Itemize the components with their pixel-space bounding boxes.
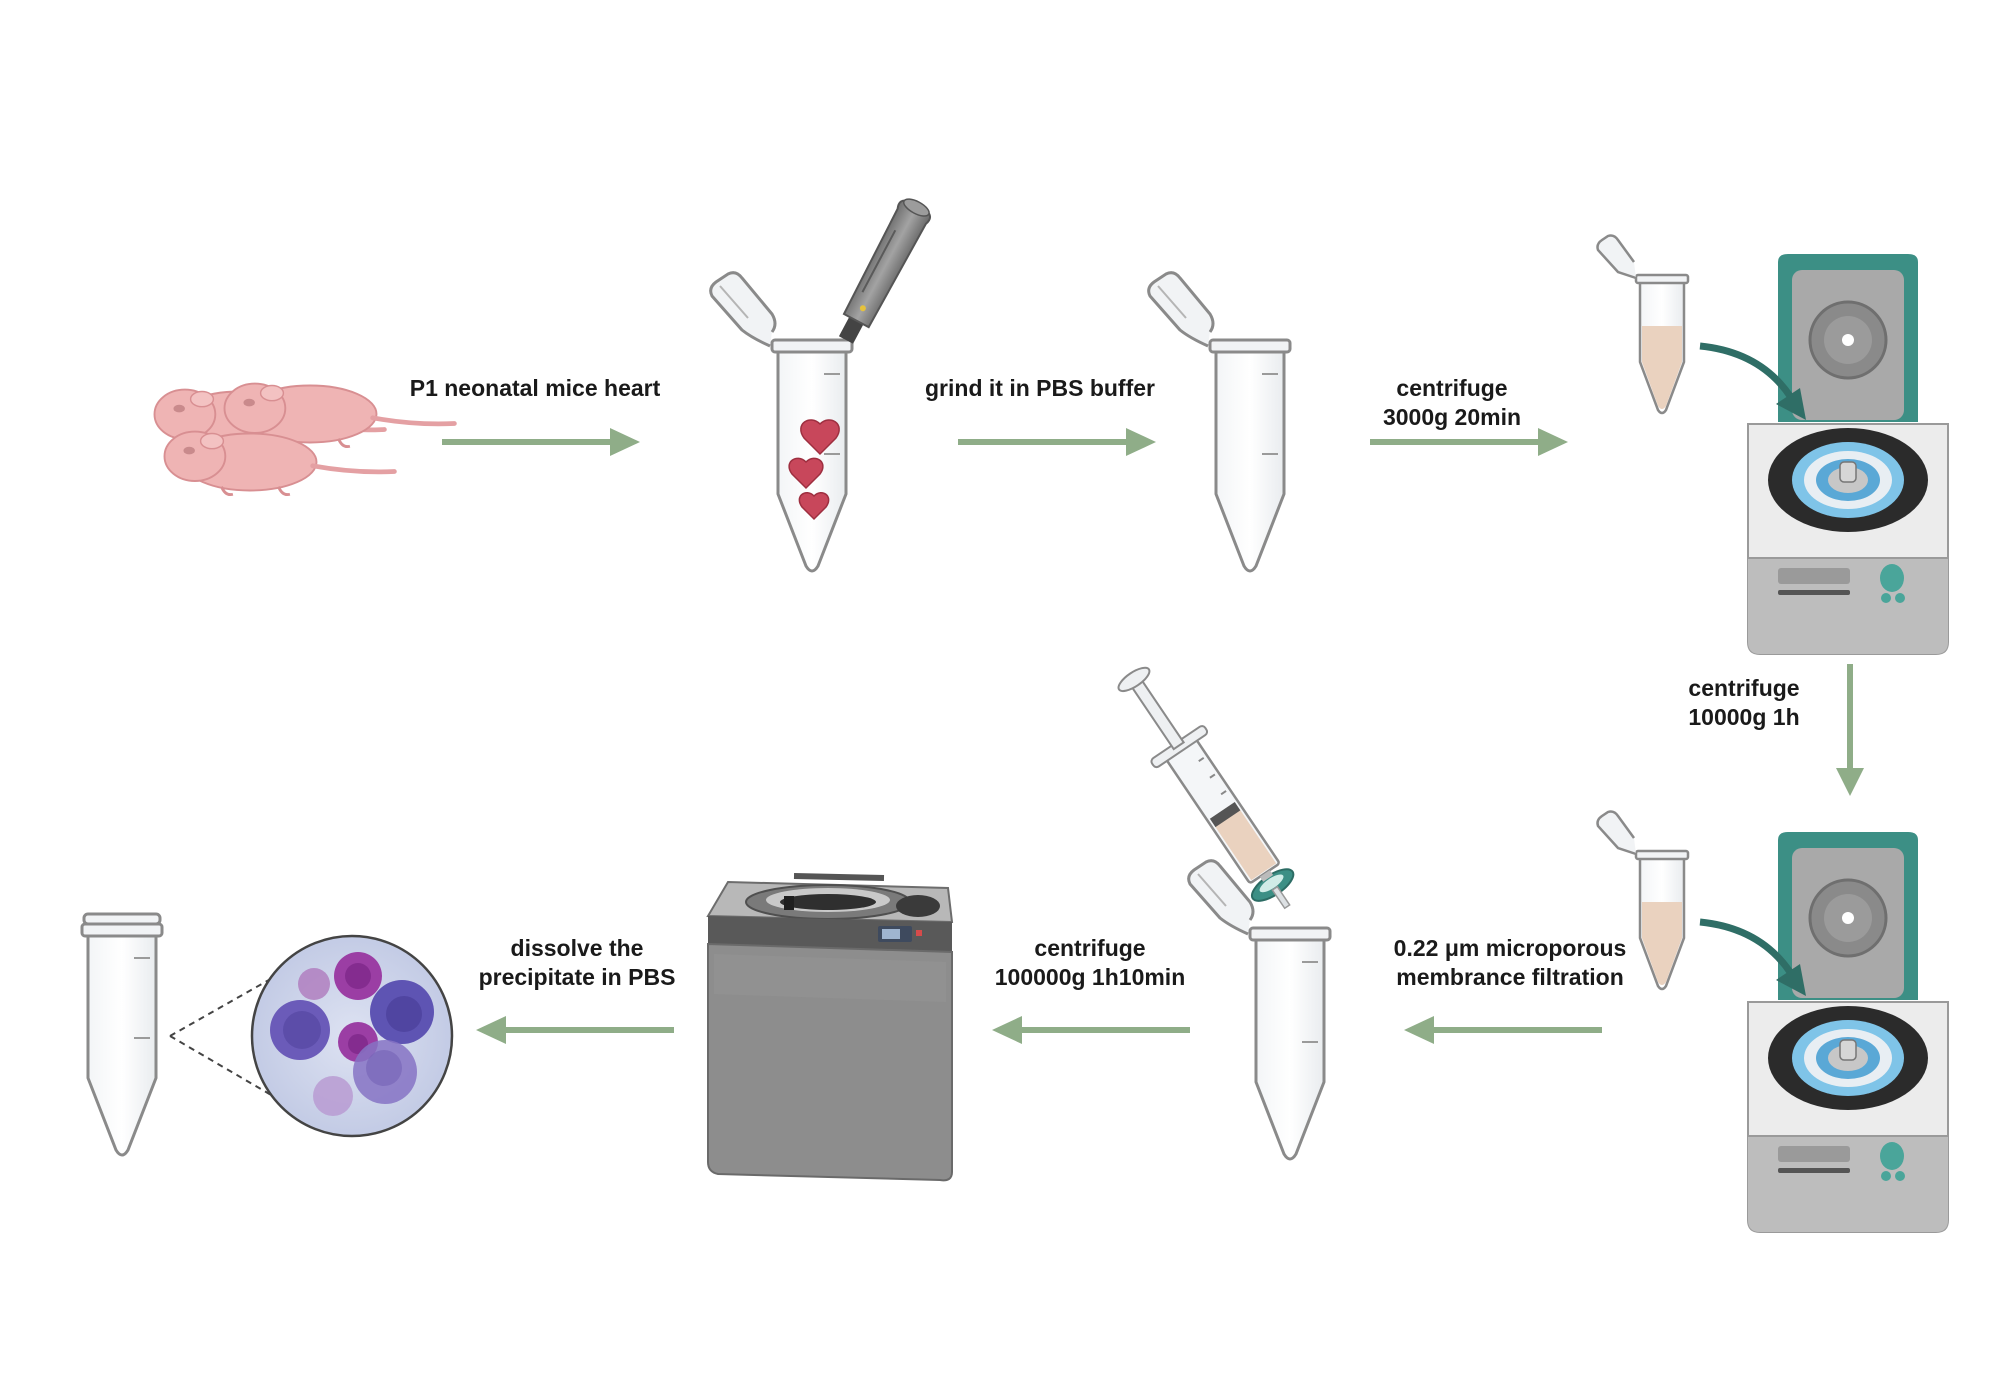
step-1-label-line-1: P1 neonatal mice heart	[409, 375, 661, 401]
syringe-icon	[1117, 666, 1295, 910]
arrow-1	[442, 428, 640, 456]
syringe-filter-tube-icon	[1117, 666, 1332, 1161]
arrow-6	[992, 1016, 1190, 1044]
arrow-7	[476, 1016, 674, 1044]
step-3-label-line-1: centrifuge	[1396, 375, 1508, 401]
step-6-label-line-1: centrifuge	[1034, 935, 1146, 961]
load-arrow-icon	[1699, 342, 1793, 398]
arrow-5	[1404, 1016, 1602, 1044]
small-tube-icon	[1596, 234, 1690, 415]
load-arrowhead-icon-2	[1776, 964, 1806, 996]
step-5-label-line-1: 0.22 μm microporous	[1393, 935, 1627, 961]
vesicles-tube-icon	[80, 912, 454, 1157]
step-5-label: 0.22 μm microporous membrance filtration	[1394, 934, 1627, 992]
benchtop-centrifuge-icon-2	[1746, 830, 1950, 1234]
ultracentrifuge-icon	[706, 873, 954, 1182]
step-6-label: centrifuge 100000g 1h10min	[995, 934, 1186, 992]
tube-with-homogenizer-icon	[709, 198, 932, 573]
load-arrow-icon-2	[1699, 918, 1793, 974]
vesicles-zoom-icon	[250, 934, 454, 1138]
step-3-label-line-2: 3000g 20min	[1382, 404, 1522, 430]
benchtop-centrifuge-icon	[1746, 252, 1950, 656]
step-4-label-line-1: centrifuge	[1688, 675, 1800, 701]
step-4-label-line-2: 10000g 1h	[1688, 704, 1800, 730]
arrow-4-down	[1836, 664, 1864, 796]
tube-lysate-icon	[1147, 271, 1292, 573]
homogenizer-icon	[838, 198, 932, 344]
step-6-label-line-2: 100000g 1h10min	[994, 964, 1186, 990]
step-1-label: P1 neonatal mice heart	[410, 374, 661, 403]
arrow-3	[1370, 428, 1568, 456]
final-tube-icon	[80, 912, 164, 1157]
step-7-label: dissolve the precipitate in PBS	[479, 934, 676, 992]
step-2-label: grind it in PBS buffer	[925, 374, 1155, 403]
step-7-label-line-2: precipitate in PBS	[478, 964, 676, 990]
step-2-label-line-1: grind it in PBS buffer	[925, 375, 1155, 401]
step-5-label-line-2: membrance filtration	[1396, 964, 1624, 990]
heart-icon	[788, 419, 840, 521]
arrow-2	[958, 428, 1156, 456]
step-3-label: centrifuge 3000g 20min	[1383, 374, 1521, 432]
step-7-label-line-1: dissolve the	[510, 935, 644, 961]
load-arrowhead-icon	[1776, 388, 1806, 420]
step-4-label: centrifuge 10000g 1h	[1688, 674, 1799, 732]
